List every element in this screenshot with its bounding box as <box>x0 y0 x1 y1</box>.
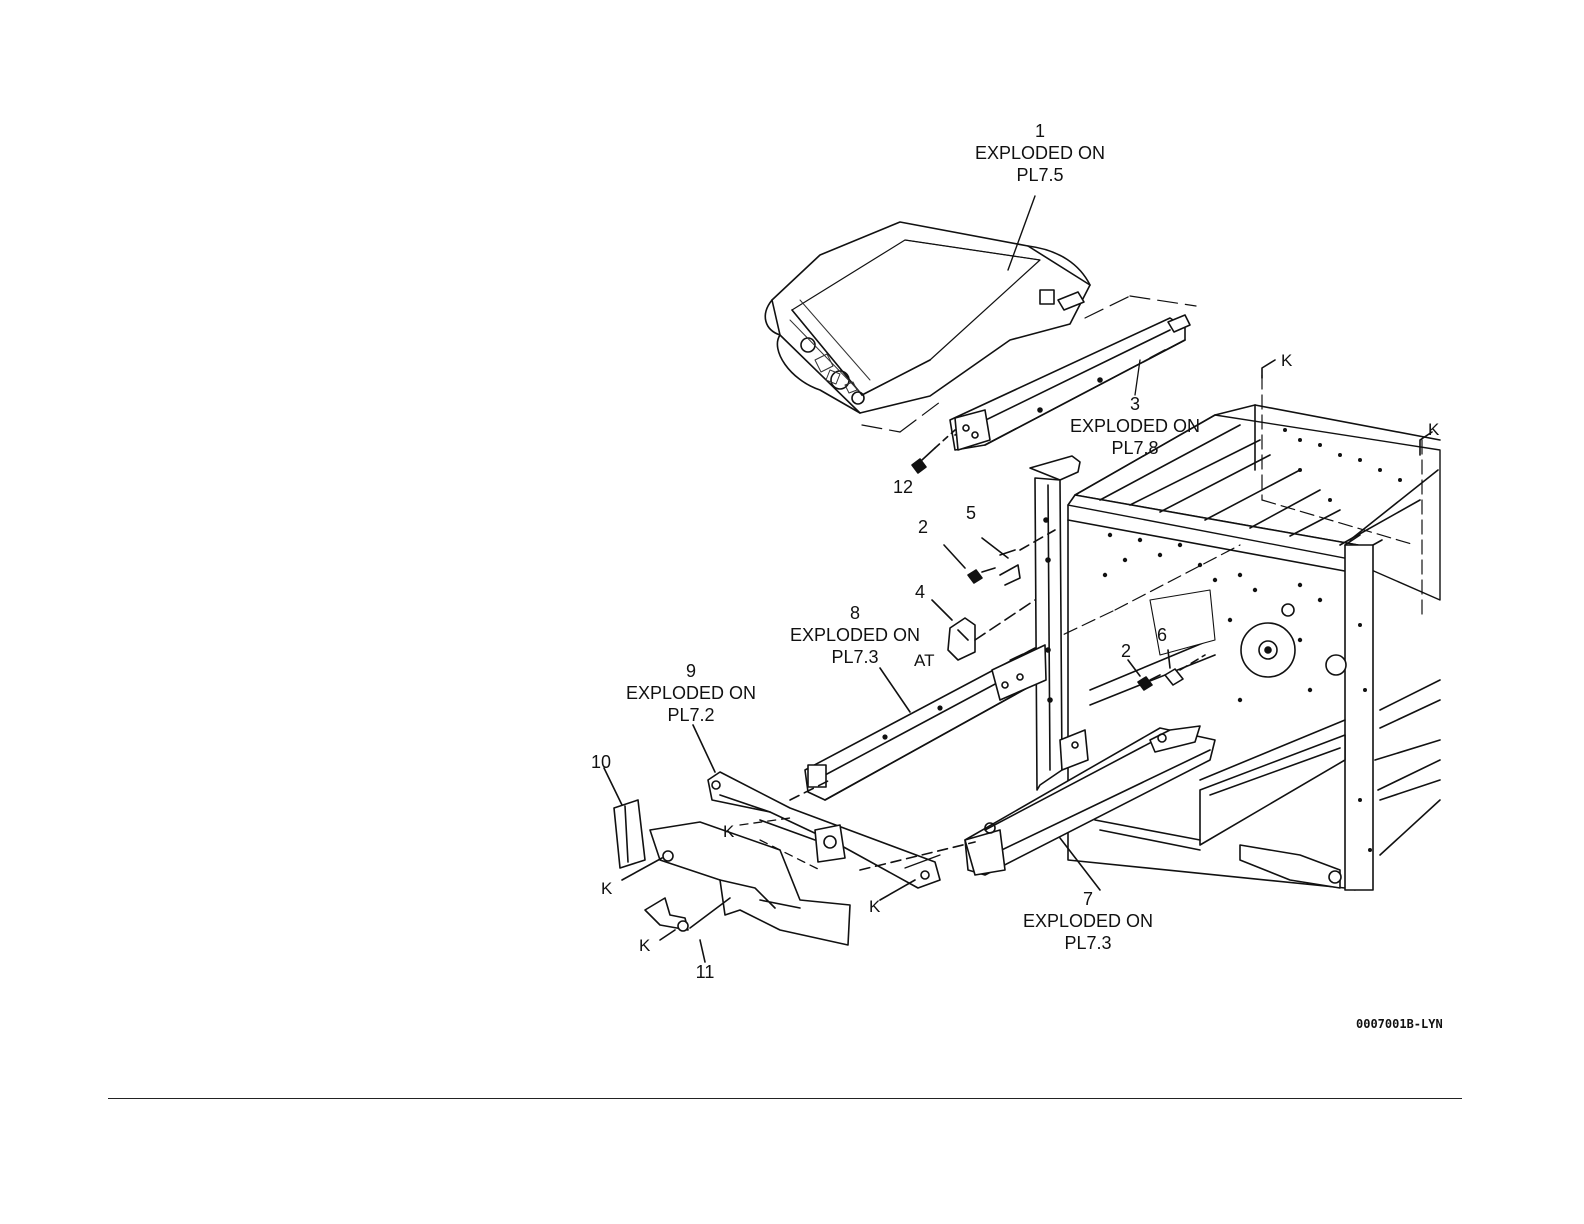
callout-1-number: 1 <box>955 120 1125 142</box>
callout-3-text: EXPLODED ON <box>1050 415 1220 437</box>
callout-9-ref: PL7.2 <box>606 704 776 726</box>
marker-k-bracket: K <box>723 823 734 841</box>
callout-8-number: 8 <box>770 602 940 624</box>
part-number-12: 12 <box>886 476 920 498</box>
callout-7-text: EXPLODED ON <box>1003 910 1173 932</box>
marker-k-cover: K <box>601 880 612 898</box>
footer-rule <box>108 1098 1462 1099</box>
part-number-11: 11 <box>688 961 722 983</box>
callout-3: 3 EXPLODED ON PL7.8 <box>1050 393 1220 459</box>
callout-1: 1 EXPLODED ON PL7.5 <box>955 120 1125 186</box>
clip-4 <box>932 600 1035 660</box>
marker-at: AT <box>914 652 934 670</box>
figure-code: 0007001B-LYN <box>1356 1017 1443 1031</box>
part-number-5: 5 <box>960 502 982 524</box>
callout-9: 9 EXPLODED ON PL7.2 <box>606 660 776 726</box>
marker-k-knob: K <box>639 937 650 955</box>
screw-12 <box>912 430 955 473</box>
marker-k-bracket-end: K <box>869 898 880 916</box>
callout-9-number: 9 <box>606 660 776 682</box>
callout-7: 7 EXPLODED ON PL7.3 <box>1003 888 1173 954</box>
callout-8-text: EXPLODED ON <box>770 624 940 646</box>
callout-3-number: 3 <box>1050 393 1220 415</box>
callout-9-text: EXPLODED ON <box>606 682 776 704</box>
knob-11 <box>645 898 730 962</box>
callout-7-number: 7 <box>1003 888 1173 910</box>
part-number-4: 4 <box>909 581 931 603</box>
callout-1-text: EXPLODED ON <box>955 142 1125 164</box>
part-number-6: 6 <box>1151 624 1173 646</box>
marker-k-top-1: K <box>1281 352 1292 370</box>
callout-1-ref: PL7.5 <box>955 164 1125 186</box>
part-number-2-lower: 2 <box>1115 640 1137 662</box>
part-number-10: 10 <box>584 751 618 773</box>
screw-2-upper <box>944 545 995 583</box>
marker-k-top-2: K <box>1428 421 1439 439</box>
callout-7-ref: PL7.3 <box>1003 932 1173 954</box>
part-number-2-upper: 2 <box>912 516 934 538</box>
callout-3-ref: PL7.8 <box>1050 437 1220 459</box>
